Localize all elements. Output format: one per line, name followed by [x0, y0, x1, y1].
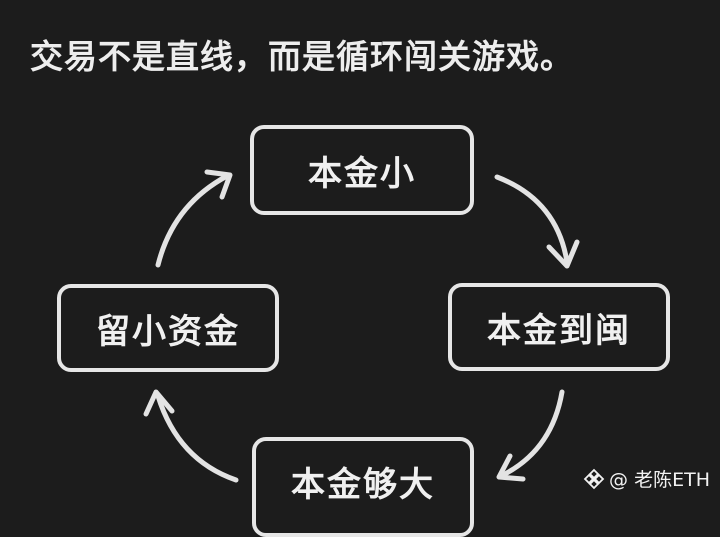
cycle-node-principal-threshold: 本金到闽 — [448, 283, 670, 371]
cycle-node-principal-small: 本金小 — [250, 125, 474, 215]
cycle-node-keep-small-funds: 留小资金 — [57, 284, 279, 372]
arrow-top-to-right — [494, 174, 570, 265]
cycle-arrows — [143, 169, 580, 483]
arrow-bottom-to-left — [155, 393, 239, 483]
cycle-node-label: 留小资金 — [96, 311, 240, 352]
arrowhead-bottom-to-left — [143, 389, 175, 417]
arrowhead-left-to-top — [204, 169, 233, 200]
cycle-node-label: 本金小 — [308, 153, 416, 194]
arrowhead-right-to-bottom — [496, 453, 526, 482]
binance-square-icon — [583, 468, 605, 489]
watermark-text: @ 老陈ETH — [609, 469, 710, 491]
cycle-node-label: 本金够大 — [291, 465, 435, 505]
arrow-left-to-top — [155, 173, 230, 268]
arrow-right-to-bottom — [500, 389, 565, 478]
watermark: @ 老陈ETH — [583, 465, 710, 492]
headline: 交易不是直线，而是循环闯关游戏。 — [30, 37, 574, 76]
arrowhead-top-to-right — [546, 239, 580, 269]
cycle-node-label: 本金到闽 — [487, 310, 631, 351]
